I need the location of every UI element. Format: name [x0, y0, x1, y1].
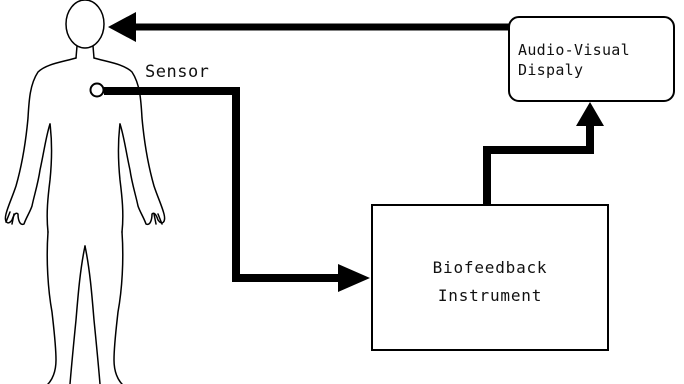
head-feedback-arrowhead: [108, 12, 136, 42]
sensor-to-instrument-line: [104, 91, 352, 278]
sensor-icon: [91, 84, 104, 97]
display-input-arrowhead: [576, 102, 604, 126]
sensor-label: Sensor: [145, 62, 209, 82]
display-label-line2: Dispaly: [518, 60, 668, 80]
instrument-input-arrowhead: [338, 264, 370, 292]
instrument-to-display-line: [487, 120, 590, 205]
display-label-line1: Audio-Visual: [518, 40, 668, 60]
instrument-label-line2: Instrument: [372, 282, 608, 310]
instrument-label-line1: Biofeedback: [372, 254, 608, 282]
audio-visual-display-label: Audio-Visual Dispaly: [518, 40, 668, 80]
human-body-icon: [5, 0, 164, 384]
biofeedback-instrument-label: Biofeedback Instrument: [372, 254, 608, 310]
